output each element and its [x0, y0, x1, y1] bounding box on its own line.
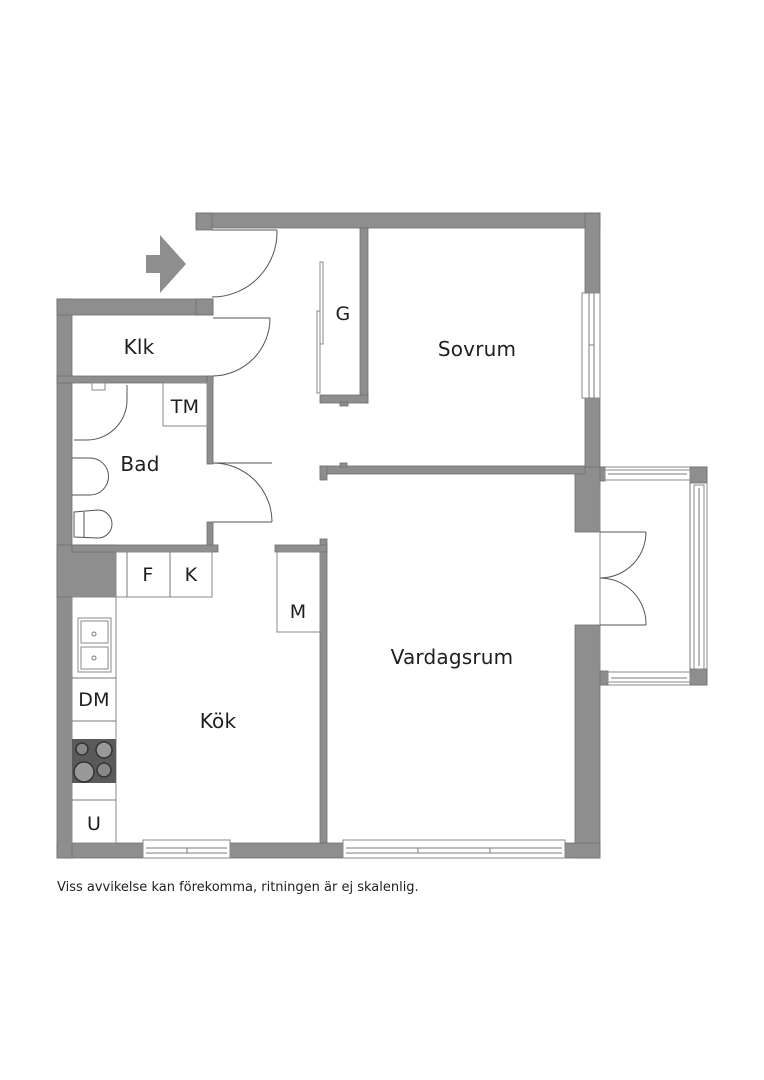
fixture-label-m: M	[289, 601, 307, 623]
fixture-label-u: U	[86, 813, 102, 835]
balcony	[599, 466, 708, 686]
fixture-label-tm: TM	[170, 396, 200, 418]
disclaimer-text: Viss avvikelse kan förekomma, ritningen …	[57, 880, 419, 895]
wardrobe-sliding-doors	[316, 261, 324, 394]
room-label-klk: Klk	[123, 335, 155, 359]
room-label-bad: Bad	[120, 452, 160, 476]
arrow-right-icon	[146, 235, 186, 293]
doors	[211, 229, 647, 626]
fixture-label-g: G	[335, 303, 351, 325]
kitchen-fixtures	[71, 551, 321, 844]
fixture-label-dm: DM	[78, 689, 110, 711]
bathroom-fixtures	[72, 382, 208, 539]
room-label-sovrum: Sovrum	[437, 337, 517, 361]
room-label-kok: Kök	[199, 709, 237, 733]
fixture-label-k: K	[184, 564, 198, 586]
outer-walls	[56, 212, 601, 859]
windows	[142, 292, 601, 859]
room-label-vardagsrum: Vardagsrum	[390, 645, 514, 669]
fixture-label-f: F	[142, 564, 154, 586]
